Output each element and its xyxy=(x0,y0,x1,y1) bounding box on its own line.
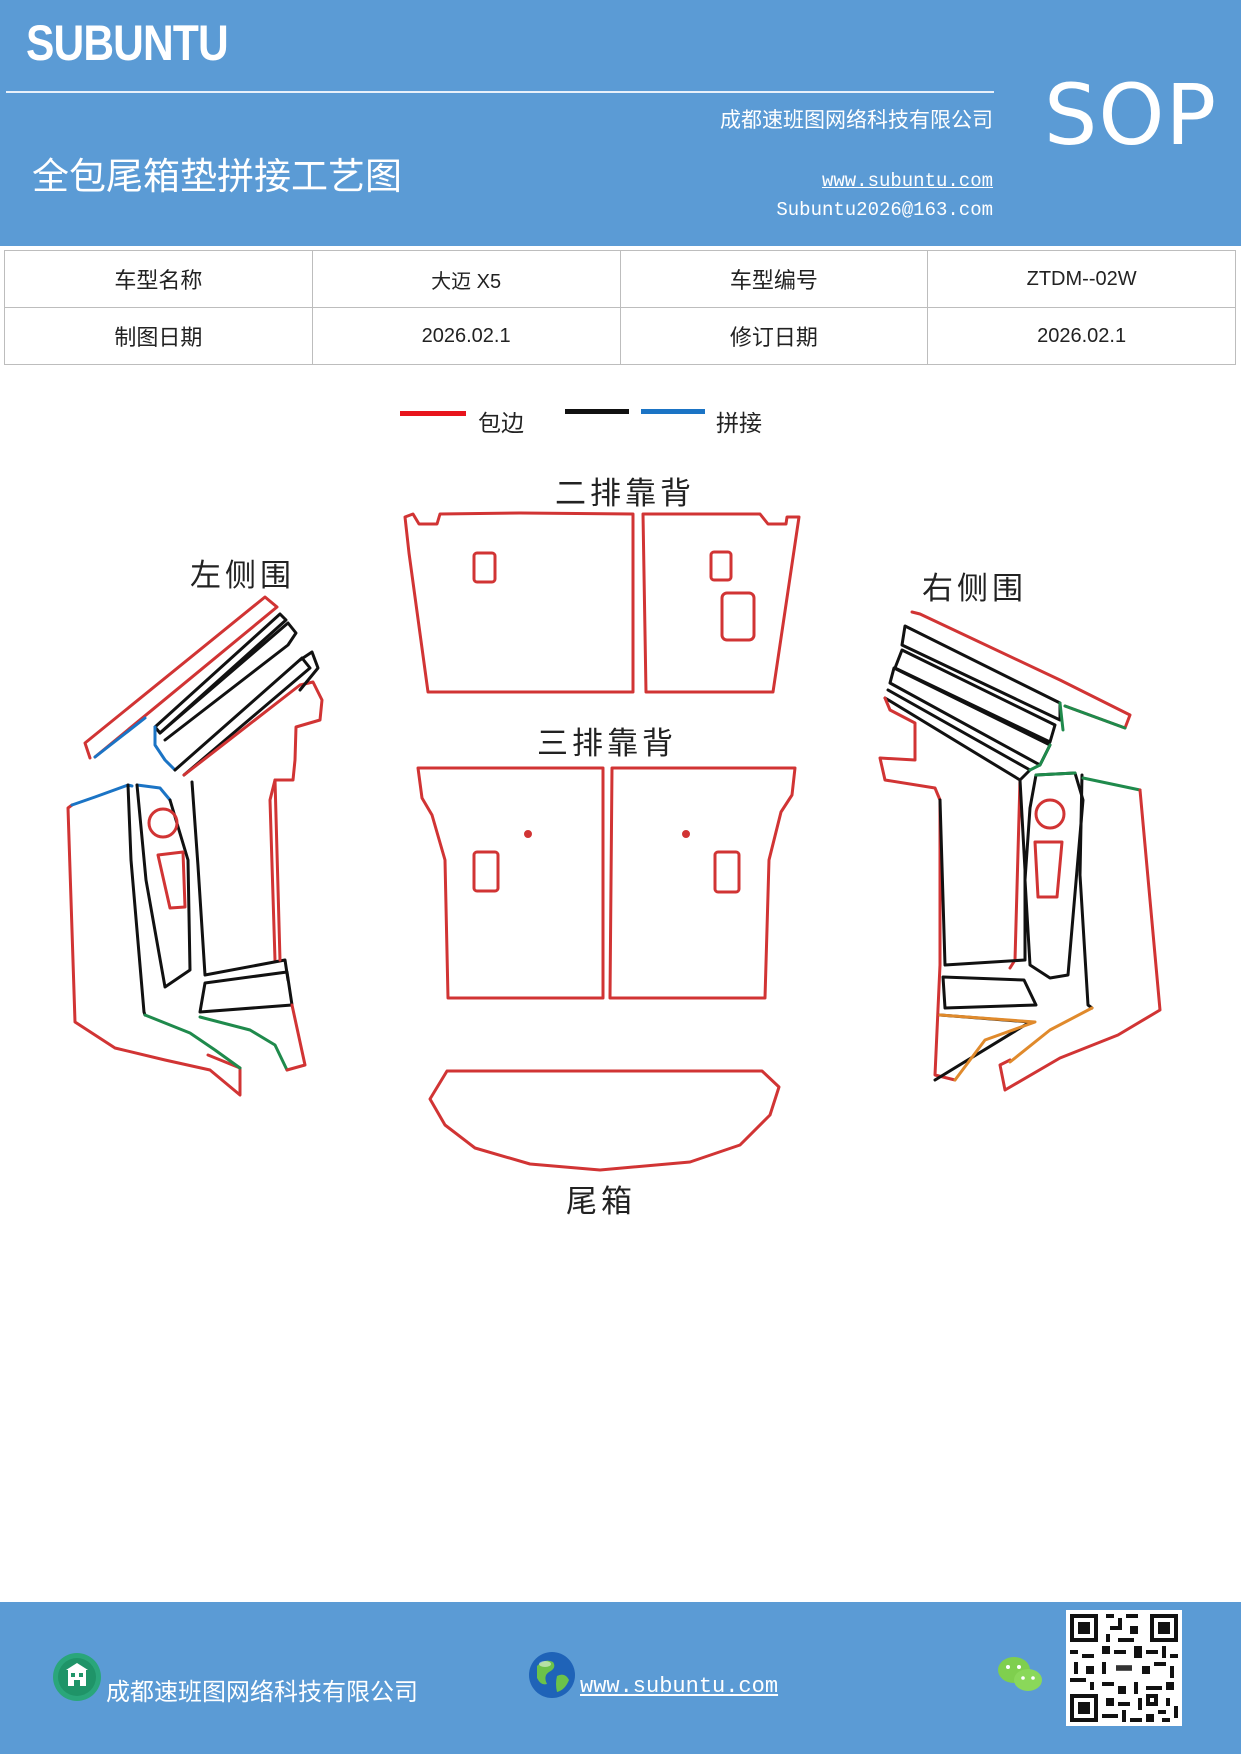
header-divider xyxy=(6,91,994,93)
third-row-back-label: 三排靠背 xyxy=(537,726,677,762)
footer-banner: 成都速班图网络科技有限公司 www.subuntu.com xyxy=(0,1602,1241,1754)
left-side-label: 左侧围 xyxy=(190,558,295,594)
model-code-value: ZTDM--02W xyxy=(927,250,1236,308)
trunk-label: 尾箱 xyxy=(566,1184,636,1220)
globe-icon xyxy=(529,1652,575,1698)
draw-date-value: 2026.02.1 xyxy=(311,307,621,365)
model-code-label: 车型编号 xyxy=(619,250,929,308)
qr-code-icon xyxy=(1066,1610,1182,1726)
revise-date-label: 修订日期 xyxy=(619,307,929,365)
trunk-panel xyxy=(428,1069,781,1172)
legend-wrap-label: 包边 xyxy=(478,411,524,437)
model-name-value: 大迈 X5 xyxy=(311,250,621,308)
right-side-panels xyxy=(878,610,1162,1092)
table-row: 制图日期 2026.02.1 修订日期 2026.02.1 xyxy=(4,307,1236,365)
table-row: 车型名称 大迈 X5 车型编号 ZTDM--02W xyxy=(4,250,1236,308)
vehicle-info-table: 车型名称 大迈 X5 车型编号 ZTDM--02W 制图日期 2026.02.1… xyxy=(4,250,1236,365)
mat-layout-diagram xyxy=(66,511,1162,1172)
second-row-back-panels xyxy=(403,511,801,694)
footer-company-name: 成都速班图网络科技有限公司 xyxy=(106,1678,418,1706)
footer-website-link[interactable]: www.subuntu.com xyxy=(580,1674,779,1699)
draw-date-label: 制图日期 xyxy=(4,307,313,365)
legend-splice-label: 拼接 xyxy=(716,411,762,437)
legend-black-line xyxy=(565,409,629,414)
revise-date-value: 2026.02.1 xyxy=(927,307,1236,365)
sop-badge: SOP xyxy=(1044,66,1218,164)
email-address: Subuntu2026@163.com xyxy=(776,199,993,221)
legend-blue-line xyxy=(641,409,705,414)
model-name-label: 车型名称 xyxy=(4,250,313,308)
right-side-label: 右侧围 xyxy=(922,571,1027,607)
page-title: 全包尾箱垫拼接工艺图 xyxy=(32,155,402,198)
header-banner: SUBUNTU 成都速班图网络科技有限公司 全包尾箱垫拼接工艺图 www.sub… xyxy=(0,0,1241,246)
website-link[interactable]: www.subuntu.com xyxy=(821,170,993,192)
third-row-back-panels xyxy=(416,766,797,1000)
brand-logo: SUBUNTU xyxy=(26,15,229,71)
left-side-panels xyxy=(66,595,324,1097)
wechat-icon xyxy=(998,1657,1042,1691)
building-icon xyxy=(53,1653,101,1701)
company-name: 成都速班图网络科技有限公司 xyxy=(720,108,993,132)
second-row-back-label: 二排靠背 xyxy=(555,476,695,512)
legend-red-line xyxy=(400,411,466,416)
